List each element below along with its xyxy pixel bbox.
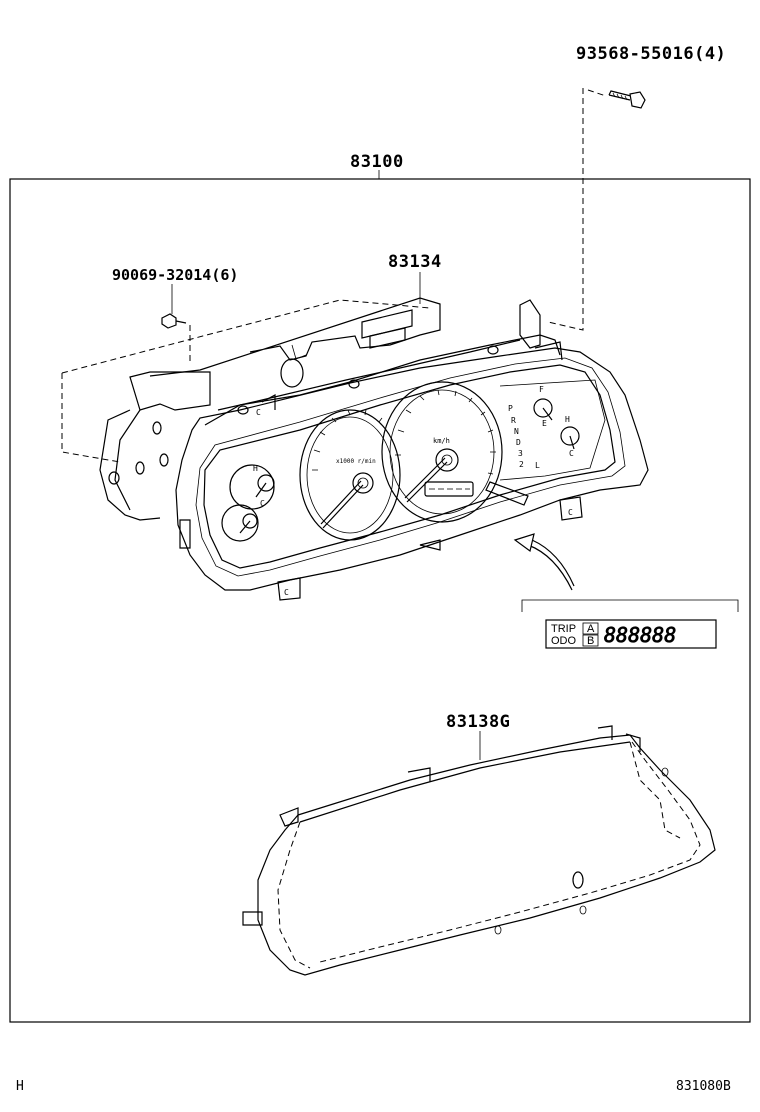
meter-glass <box>242 725 716 976</box>
arrow-icon <box>513 533 575 591</box>
odometer-trip: TRIP <box>551 623 576 635</box>
screw-top-dashed-leader <box>547 88 584 331</box>
mark-temp-high-right: H <box>565 415 570 424</box>
mark-gear-n: N <box>514 427 519 436</box>
mark-gear-d: D <box>516 438 521 447</box>
odometer-inset: TRIP ODO A B 888888 <box>521 599 739 649</box>
odometer-a: A <box>587 623 595 635</box>
label-screw-top[interactable]: 93568-55016(4) <box>576 44 726 64</box>
mark-clip-2: C <box>284 588 289 597</box>
mark-gear-3: 3 <box>518 449 523 458</box>
mark-fuel-empty: E <box>542 419 547 428</box>
mark-fuel-full: F <box>539 385 544 394</box>
label-screw-left[interactable]: 90069-32014(6) <box>112 266 238 284</box>
label-glass[interactable]: 83138G <box>446 712 510 732</box>
screw-icon <box>608 90 646 109</box>
corner-code-right: 831080B <box>676 1079 731 1094</box>
combination-meter: km/h x1000 r/min H C F E H C P R N D 3 2… <box>175 299 649 601</box>
bolt-icon <box>161 313 187 329</box>
mark-gear-p: P <box>508 404 513 413</box>
rear-housing <box>61 297 441 521</box>
assembly-frame <box>9 178 751 1023</box>
label-assembly[interactable]: 83100 <box>350 152 404 172</box>
mark-temp-cold-right: C <box>569 449 574 458</box>
mark-gear-l: L <box>535 461 540 470</box>
mark-temp-high: H <box>253 464 258 473</box>
label-meter-case[interactable]: 83134 <box>388 252 442 272</box>
odometer-digits: 888888 <box>604 623 676 647</box>
screw-top-leader-stub <box>587 89 607 97</box>
odometer-b: B <box>587 635 594 647</box>
mark-gear-r: R <box>511 416 516 425</box>
odometer-odo: ODO <box>551 635 577 647</box>
mark-speed-unit: km/h <box>433 437 450 445</box>
mark-clip-1: C <box>256 408 261 417</box>
mark-clip-3: C <box>568 508 573 517</box>
corner-code-left: H <box>16 1079 24 1094</box>
mark-tach-unit: x1000 r/min <box>336 458 376 465</box>
mark-temp-cold: C <box>260 499 265 508</box>
mark-gear-2: 2 <box>519 460 524 469</box>
